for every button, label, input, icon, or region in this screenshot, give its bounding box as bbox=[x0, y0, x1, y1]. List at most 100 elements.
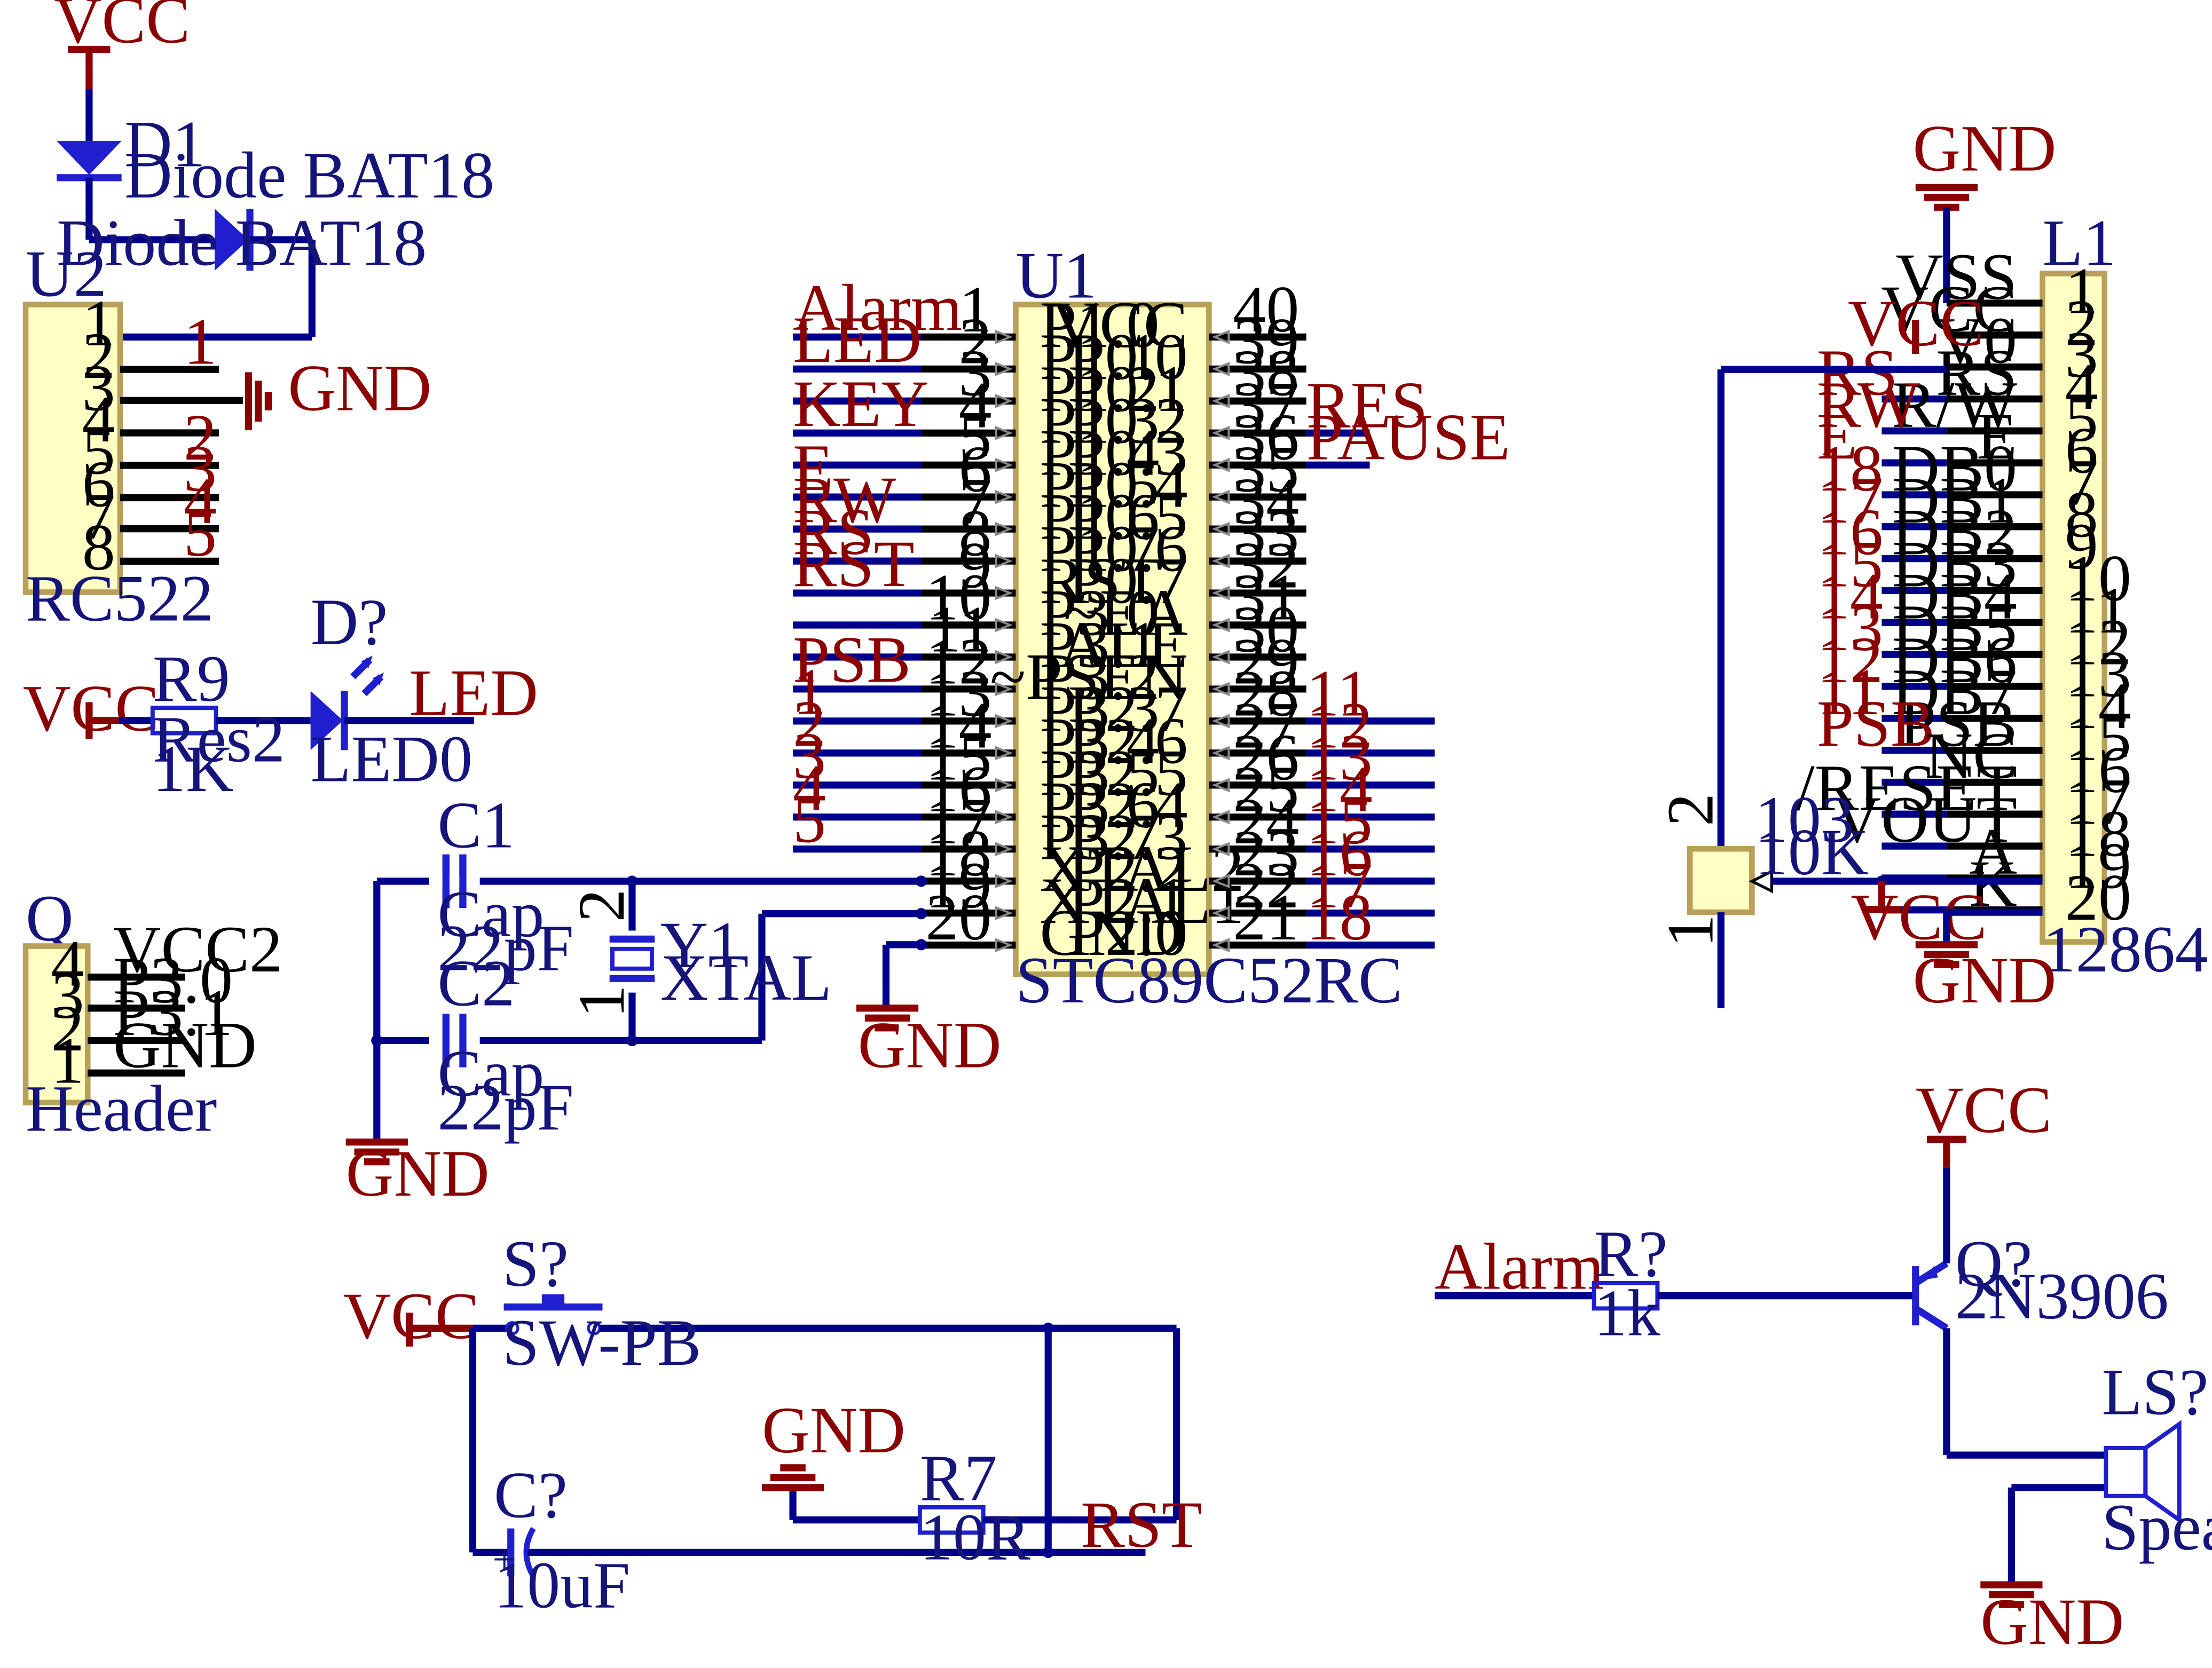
u1-pin-14-net: 2 bbox=[793, 687, 826, 761]
l1-gnd-top-label: GND bbox=[1912, 112, 2056, 185]
u1-pin-25-net: 14 bbox=[1306, 752, 1373, 826]
l1-pin-10-net: 15 bbox=[1817, 527, 1883, 601]
u1-pin-7-net: RW bbox=[793, 463, 896, 536]
q-ref: Q bbox=[26, 881, 74, 955]
u1-pin-28-number: 28 bbox=[1233, 656, 1299, 730]
pot-pin-2: 2 bbox=[1653, 793, 1727, 826]
u1-pin-23-name: P2.2 bbox=[1068, 832, 1187, 905]
u1-pin-20-number: 20 bbox=[925, 880, 991, 954]
u1-pin-17-name: P3.7 bbox=[1040, 800, 1159, 873]
l1-pin-11-name: DB4 bbox=[1892, 559, 2017, 633]
l1-pin-8-net: 17 bbox=[1817, 463, 1883, 537]
y1-pin-1: 1 bbox=[564, 985, 638, 1018]
q-net-p30: P3.0 bbox=[113, 943, 233, 1017]
cap-ref: C? bbox=[494, 1458, 568, 1531]
u1-pin-2-net: LED bbox=[793, 303, 922, 376]
u2-pin-6: 6 bbox=[82, 447, 115, 520]
d1-label-2: Diode BAT18 bbox=[57, 206, 427, 280]
u1-name: STC89C52RC bbox=[1016, 943, 1402, 1017]
u1-pin-18-name: XTAL2 bbox=[1040, 832, 1244, 905]
r-buzzer-value: 1k bbox=[1594, 1276, 1660, 1350]
u1-pin-27-net: 12 bbox=[1306, 688, 1373, 762]
u1-pin-15-number: 15 bbox=[925, 720, 991, 794]
c2-type: Cap bbox=[437, 1037, 544, 1110]
d1-label-1: Diode BAT18 bbox=[124, 138, 494, 212]
u1-pin-19-name: XTAL1 bbox=[1040, 864, 1244, 937]
u1-pin-17-number: 17 bbox=[925, 784, 991, 858]
u1-pin-24-net: 15 bbox=[1306, 784, 1373, 858]
u1-pin-16-name: P3.6 bbox=[1040, 768, 1159, 841]
u1-pin-25-number: 25 bbox=[1233, 752, 1299, 826]
u1-pin-17-net: 5 bbox=[793, 783, 826, 857]
u1-pin-14-number: 14 bbox=[925, 688, 991, 762]
l1-pin-6-net: E bbox=[1817, 399, 1857, 473]
u2-ref: U2 bbox=[26, 237, 107, 311]
u1-pin-35-number: 35 bbox=[1233, 432, 1299, 506]
d1-diode-section: VCC D1 Diode BAT18 Diode BAT18 bbox=[54, 0, 494, 341]
u1-pin-26-net: 13 bbox=[1306, 720, 1373, 794]
switch-ref: S? bbox=[502, 1227, 569, 1300]
u1-pin-37-name: P0.2 bbox=[1068, 384, 1187, 457]
l1-pin-15-number: 15 bbox=[2065, 701, 2131, 774]
u1-pin-30-number: 30 bbox=[1233, 592, 1299, 666]
u1-pin-40-name: VCC bbox=[1051, 288, 1187, 361]
u1-pin-11-number: 11 bbox=[928, 592, 992, 666]
u1-pin-10-name: P3.0 bbox=[1040, 576, 1159, 650]
pot-103 bbox=[1687, 845, 1755, 915]
u1-pin-16-number: 16 bbox=[925, 752, 991, 826]
l1-pin-7-net: 18 bbox=[1817, 431, 1883, 505]
u1-pin-26-number: 26 bbox=[1233, 720, 1299, 794]
c2-value: 22pF bbox=[437, 1070, 573, 1144]
c1-value: 22pF bbox=[437, 911, 573, 984]
l1-pin-3-name: V0 bbox=[1936, 304, 2017, 377]
u1-pin-7-name: P1.6 bbox=[1040, 480, 1159, 554]
diode-d2-symbol bbox=[215, 208, 249, 271]
d1-ref: D1 bbox=[124, 107, 206, 181]
y1-pin-2: 2 bbox=[564, 889, 638, 922]
l1-pin-4-number: 4 bbox=[2065, 350, 2098, 423]
l1-pin-2-number: 2 bbox=[2065, 286, 2098, 359]
q-net-gnd: GND bbox=[113, 1008, 257, 1082]
u1-pin-10-number: 10 bbox=[925, 560, 991, 634]
buzzer-net-label: Alarm bbox=[1435, 1229, 1604, 1303]
u1-pin-5-name: P1.4 bbox=[1040, 416, 1159, 489]
u2-pin-8: 8 bbox=[82, 510, 115, 584]
pot-pin-1: 1 bbox=[1653, 914, 1727, 947]
u1-pin-30-name: ALE bbox=[1059, 607, 1187, 681]
l1-pin-11-net: 14 bbox=[1817, 559, 1883, 633]
u1-pin-31-number: 31 bbox=[1233, 560, 1299, 634]
transistor-ref: Q? bbox=[1955, 1227, 2033, 1300]
u1-pin-1-number: 1 bbox=[958, 272, 991, 346]
u2-net-2: 2 bbox=[184, 400, 217, 474]
l1-pins: 1VSS2VCC3V04RSRS5R/WRW6EE7DB0188DB1179DB… bbox=[1796, 240, 2131, 934]
l1-pin-11-number: 11 bbox=[2065, 573, 2129, 647]
l1-pin-18-name: VOUT bbox=[1833, 782, 2017, 856]
l1-pin-13-name: DB6 bbox=[1892, 623, 2017, 697]
r7-value: 10R bbox=[920, 1500, 1030, 1574]
u1-pin-28-net: 11 bbox=[1306, 656, 1371, 730]
l1-pin-8-number: 8 bbox=[2065, 477, 2098, 551]
u1-pin-2-name: P1.1 bbox=[1040, 320, 1159, 393]
u2-pin-1: 1 bbox=[82, 286, 115, 360]
led-section: VCC R9 Res2 1K D? LED0 LED bbox=[23, 585, 538, 805]
u1-pin-38-number: 38 bbox=[1233, 336, 1299, 410]
u1-pin-27-name: P2.6 bbox=[1068, 703, 1187, 777]
u1-pin-6-number: 6 bbox=[958, 432, 991, 506]
r9-ref: R9 bbox=[153, 642, 230, 715]
u2-net-4: 4 bbox=[184, 464, 217, 537]
u1-pin-28-name: P2.7 bbox=[1068, 671, 1187, 745]
r7-ref: R7 bbox=[920, 1441, 997, 1515]
u1-pin-37-number: 37 bbox=[1233, 368, 1299, 442]
u1-pin-1-name: P1.0 bbox=[1040, 288, 1159, 361]
u1-pin-12-number: 12 bbox=[925, 624, 991, 698]
speaker-ref: LS? bbox=[2101, 1355, 2208, 1429]
crystal-section: GND C1 Cap 22pF C2 Cap 22pF Y1 XTAL 2 1 bbox=[346, 788, 922, 1210]
u1-pin-13-name: P3.3 bbox=[1040, 671, 1159, 745]
l1-pin-9-net: 16 bbox=[1817, 495, 1883, 569]
speaker-name: Speaker bbox=[2101, 1490, 2212, 1564]
r9-type: Res2 bbox=[153, 702, 285, 776]
u2-body bbox=[22, 302, 123, 595]
u1-pin-26-name: P2.5 bbox=[1068, 736, 1187, 809]
u1-pin-13-number: 13 bbox=[925, 656, 991, 730]
